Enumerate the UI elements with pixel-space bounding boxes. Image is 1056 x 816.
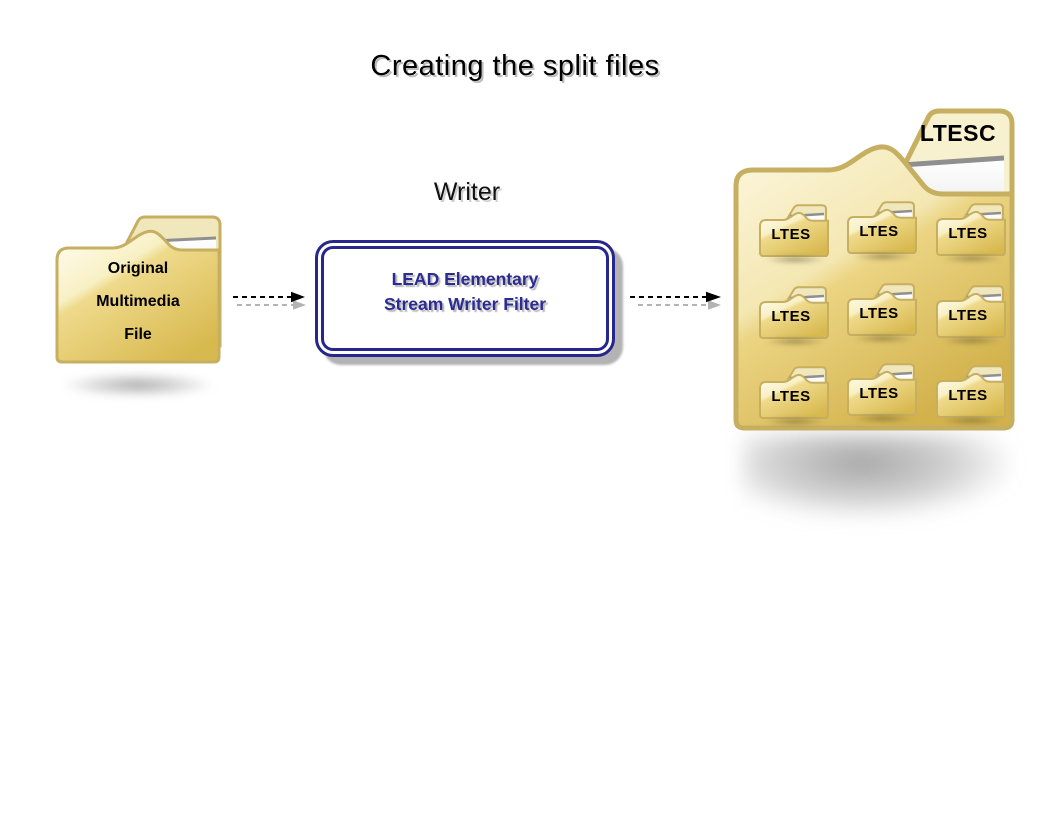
sub-folder-shadow [852, 334, 914, 343]
page-title: Creating the split files [370, 50, 660, 82]
flow-arrow-input [233, 291, 306, 310]
sub-folder-label: LTES [948, 225, 988, 242]
sub-folder-icon [936, 365, 1006, 418]
sub-folder-icon [936, 203, 1006, 256]
sub-folder-shadow [852, 252, 914, 261]
writer-label: Writer [433, 178, 501, 206]
sub-folder-label: LTES [771, 388, 811, 405]
sub-folder: LTES [934, 285, 1008, 349]
sub-folder: LTES [845, 283, 919, 347]
sub-folder-label: LTES [859, 223, 899, 240]
source-folder-label-line: File [124, 326, 152, 343]
source-folder-label-line: Multimedia [96, 293, 180, 310]
sub-folder: LTES [845, 201, 919, 265]
sub-folder-shadow [764, 337, 826, 346]
sub-folder-shadow [764, 417, 826, 426]
source-folder-icon [55, 215, 222, 364]
filter-box-inner: LEAD Elementary Stream Writer Filter [321, 246, 609, 351]
filter-box-label-line: Stream Writer Filter [383, 293, 547, 314]
sub-folder-shadow [941, 254, 1003, 263]
sub-folder-shadow [764, 255, 826, 264]
sub-folder-icon [759, 366, 829, 419]
sub-folder-icon [936, 285, 1006, 338]
sub-folder-label: LTES [771, 226, 811, 243]
output-folder-tab-label: LTESC [919, 120, 997, 146]
sub-folder-label: LTES [948, 387, 988, 404]
sub-folder-icon [847, 283, 917, 336]
sub-folder-label: LTES [859, 385, 899, 402]
source-folder-shadow [60, 372, 216, 398]
sub-folder: LTES [757, 286, 831, 350]
sub-folder-shadow [941, 336, 1003, 345]
sub-folder: LTES [845, 363, 919, 427]
sub-folder: LTES [757, 366, 831, 430]
sub-folder-label: LTES [859, 305, 899, 322]
output-folder-shadow [742, 434, 1010, 518]
sub-folder-icon [759, 286, 829, 339]
source-folder-label-line: Original [107, 260, 169, 277]
sub-folder-shadow [941, 416, 1003, 425]
sub-folder: LTES [934, 203, 1008, 267]
sub-folder-label: LTES [948, 307, 988, 324]
sub-folder: LTES [934, 365, 1008, 429]
filter-box-label-line: LEAD Elementary [391, 268, 539, 289]
sub-folder-icon [847, 201, 917, 254]
filter-box: LEAD Elementary Stream Writer Filter [315, 240, 615, 357]
flow-arrow-output [630, 291, 721, 310]
sub-folder-shadow [852, 414, 914, 423]
sub-folder-label: LTES [771, 308, 811, 325]
source-folder-label: Original Multimedia File [58, 252, 218, 351]
sub-folder: LTES [757, 204, 831, 268]
sub-folder-icon [759, 204, 829, 257]
